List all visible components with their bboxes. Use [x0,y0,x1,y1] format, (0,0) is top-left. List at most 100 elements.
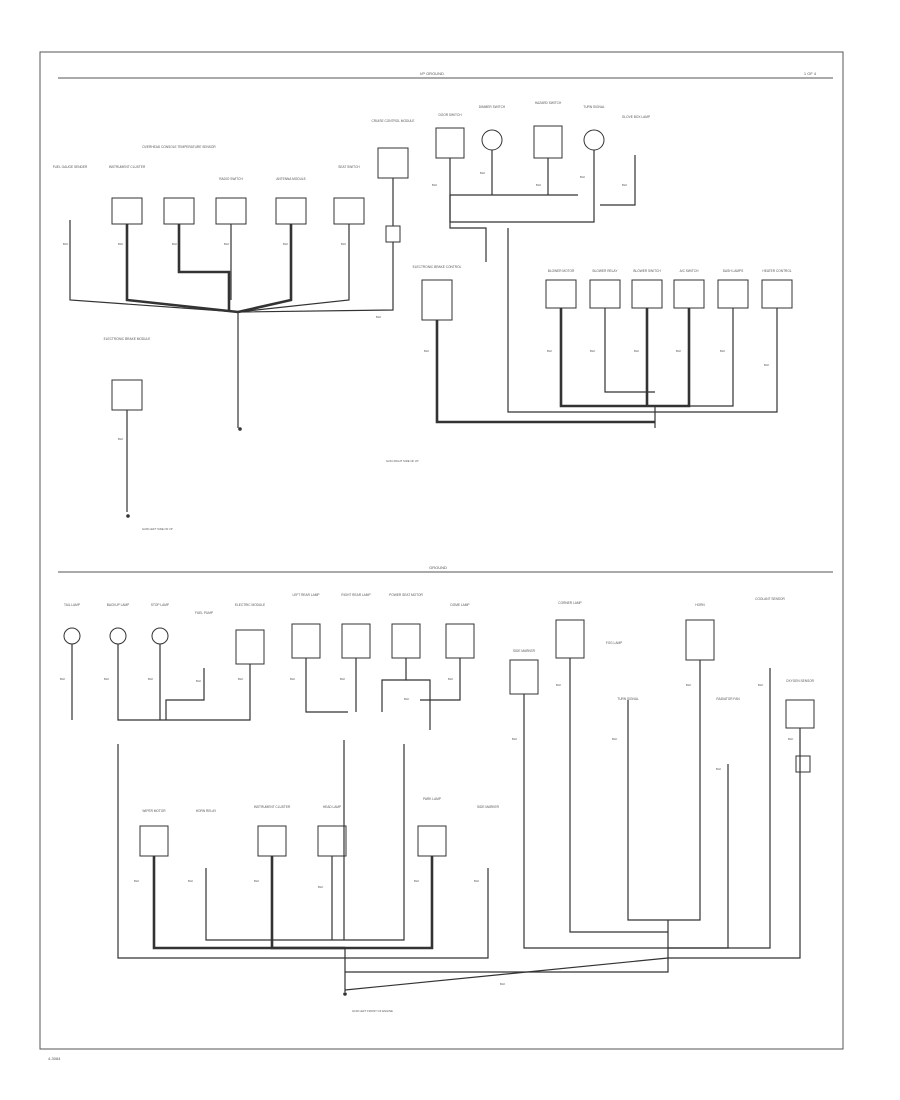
svg-text:STOP LAMP: STOP LAMP [151,603,169,607]
svg-text:GLOVE BOX LAMP: GLOVE BOX LAMP [622,115,650,119]
top-right-group: DOOR SWITCH DIMMER SWITCH HAZARD SWITCH … [386,101,793,463]
svg-text:BLK: BLK [536,183,541,187]
component-t2 [111,197,143,225]
svg-text:BLK: BLK [634,349,639,353]
component-t3 [163,197,195,225]
component-t11 [583,129,605,151]
svg-text:INSTRUMENT CLUSTER: INSTRUMENT CLUSTER [254,805,291,809]
svg-text:OVERHEAD CONSOLE TEMPERATURE S: OVERHEAD CONSOLE TEMPERATURE SENSOR [142,145,216,149]
svg-text:INSTRUMENT CLUSTER: INSTRUMENT CLUSTER [109,165,146,169]
svg-text:BLK: BLK [590,349,595,353]
svg-text:BLK: BLK [764,363,769,367]
svg-text:HORN: HORN [695,603,705,607]
svg-text:FUEL GAUGE SENDER: FUEL GAUGE SENDER [53,165,88,169]
svg-text:BLOWER RELAY: BLOWER RELAY [593,269,619,273]
component-b3 [151,627,169,645]
component-b8 [391,623,421,659]
diagram-frame [39,51,844,1050]
svg-text:BLK: BLK [720,349,725,353]
svg-text:BLK: BLK [716,767,721,771]
svg-text:DOOR SWITCH: DOOR SWITCH [438,113,462,117]
svg-text:BLK: BLK [580,175,585,179]
svg-text:BLOWER MOTOR: BLOWER MOTOR [548,269,575,273]
svg-text:BLK: BLK [788,737,793,741]
svg-text:HEATER CONTROL: HEATER CONTROL [762,269,791,273]
svg-text:TURN SIGNAL: TURN SIGNAL [617,697,639,701]
svg-text:BLK: BLK [547,349,552,353]
svg-text:ANTENNA MODULE: ANTENNA MODULE [276,177,306,181]
svg-text:BLK: BLK [118,437,123,441]
component-t5 [275,197,307,225]
svg-text:WIPER MOTOR: WIPER MOTOR [142,809,166,813]
svg-text:HEAD LAMP: HEAD LAMP [323,805,341,809]
svg-text:BLK: BLK [290,677,295,681]
svg-text:BLK: BLK [254,879,259,883]
bottom-section-title: GROUND [429,565,447,570]
svg-text:PARK LAMP: PARK LAMP [423,797,441,801]
top-section-title: I/P GROUND [420,71,444,76]
svg-text:G201 RIGHT SIDE OF I/P: G201 RIGHT SIDE OF I/P [386,459,419,463]
svg-text:BLK: BLK [63,242,68,246]
svg-text:SIDE MARKER: SIDE MARKER [513,649,536,653]
component-b1 [63,627,81,645]
svg-text:BLK: BLK [432,183,437,187]
svg-text:BLK: BLK [172,242,177,246]
svg-text:BACKUP LAMP: BACKUP LAMP [107,603,130,607]
svg-text:BLK: BLK [474,879,479,883]
component-t4 [215,197,247,225]
svg-text:BLK: BLK [238,677,243,681]
svg-text:BLK: BLK [612,737,617,741]
header-right-label: 1 OF 4 [804,71,817,76]
component-b14 [317,825,347,857]
component-b16 [509,659,539,695]
svg-text:BLK: BLK [512,737,517,741]
svg-text:BLK: BLK [341,242,346,246]
svg-text:BLK: BLK [676,349,681,353]
svg-text:SEAT SWITCH: SEAT SWITCH [338,165,360,169]
svg-text:BLK: BLK [188,879,193,883]
svg-text:BLK: BLK [414,879,419,883]
svg-text:BLK: BLK [60,677,65,681]
svg-text:BLK: BLK [134,879,139,883]
component-b15 [417,825,447,857]
component-t9 [481,129,503,151]
svg-text:BLK: BLK [318,885,323,889]
svg-text:TURN SIGNAL: TURN SIGNAL [583,105,605,109]
svg-text:FUEL PUMP: FUEL PUMP [195,611,213,615]
svg-text:DIMMER SWITCH: DIMMER SWITCH [479,105,506,109]
svg-text:BLK: BLK [622,183,627,187]
svg-text:HAZARD SWITCH: HAZARD SWITCH [535,101,562,105]
svg-text:BLK: BLK [283,242,288,246]
svg-text:BLK: BLK [340,677,345,681]
svg-text:BLOWER SWITCH: BLOWER SWITCH [633,269,661,273]
component-t10 [533,125,563,159]
bottom-left-group: TAIL LAMP BACKUP LAMP STOP LAMP FUEL PUM… [60,593,500,1013]
component-t6 [333,197,365,225]
svg-text:DASH LAMPS: DASH LAMPS [723,269,744,273]
page-number: 4-3084 [48,1056,61,1061]
component-b2 [109,627,127,645]
svg-text:FOG LAMP: FOG LAMP [606,641,622,645]
component-t14 [545,279,577,309]
component-b13 [257,825,287,857]
component-b6 [291,623,321,659]
svg-text:BLK: BLK [448,677,453,681]
component-b9 [445,623,475,659]
svg-text:BLK: BLK [758,683,763,687]
svg-text:BLK: BLK [118,242,123,246]
svg-text:BLK: BLK [224,242,229,246]
svg-text:DOME LAMP: DOME LAMP [450,603,469,607]
component-b18 [685,619,715,661]
svg-text:CRUISE CONTROL MODULE: CRUISE CONTROL MODULE [372,119,415,123]
svg-text:RADIO SWITCH: RADIO SWITCH [219,177,243,181]
svg-text:BLK: BLK [196,679,201,683]
top-left-group: FUEL GAUGE SENDER INSTRUMENT CLUSTER OVE… [53,119,415,531]
svg-text:G100 LEFT FRONT OF ENGINE: G100 LEFT FRONT OF ENGINE [352,1009,393,1013]
svg-text:A/C SWITCH: A/C SWITCH [680,269,699,273]
svg-text:BLK: BLK [556,683,561,687]
svg-text:BLK: BLK [480,171,485,175]
component-b5 [235,629,265,665]
svg-text:BLK: BLK [376,315,381,319]
component-t18 [717,279,749,309]
